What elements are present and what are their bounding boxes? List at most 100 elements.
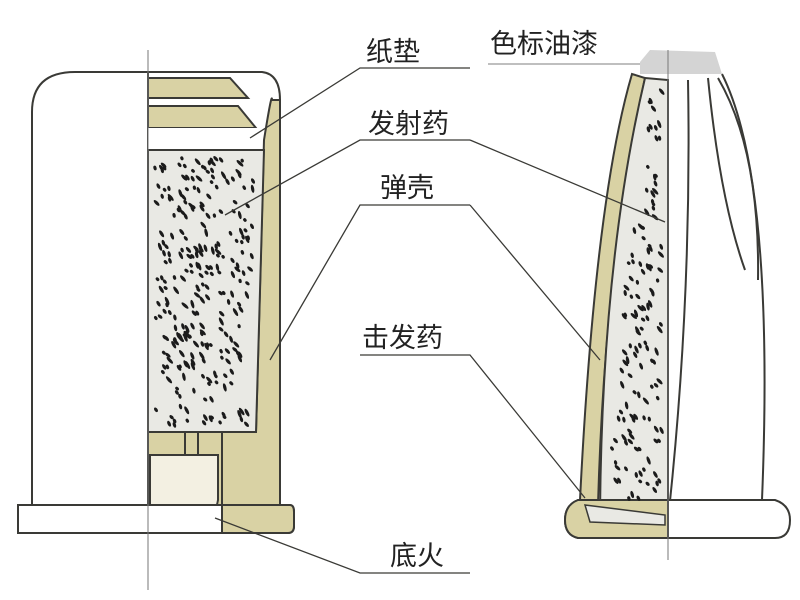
propellant-grain [236, 160, 244, 167]
propellant-grain [190, 352, 195, 360]
propellant-grain [208, 343, 213, 347]
propellant-grain [161, 239, 166, 246]
propellant-grain [628, 343, 632, 349]
propellant-grain [165, 364, 170, 370]
propellant-grain [201, 164, 205, 169]
propellant-grain [183, 334, 188, 342]
propellant-grain [216, 253, 220, 258]
propellant-grain [640, 268, 646, 275]
propellant-grain [205, 212, 211, 219]
propellant-grain [659, 243, 664, 250]
paper-wad-stripe-1 [147, 77, 251, 99]
propellant-grain [165, 352, 171, 358]
propellant-grain [244, 291, 250, 299]
propellant-grain [205, 264, 211, 271]
propellant-grain [210, 167, 215, 174]
propellant-grain [184, 406, 190, 415]
propellant-grain [237, 171, 242, 179]
propellant-grain [199, 296, 205, 304]
propellant-grain [250, 184, 255, 193]
propellant-grain [221, 254, 225, 259]
leader-case-left [269, 204, 470, 361]
leader-paper-wad [249, 67, 470, 139]
propellant-grain [172, 275, 177, 280]
propellant-grain [633, 309, 639, 318]
propellant-grain [229, 335, 234, 343]
propellant-grain [217, 270, 222, 275]
propellant-grain [620, 380, 625, 389]
propellant-grain [193, 292, 201, 298]
propellant-grain [623, 284, 630, 291]
propellant-grain [628, 275, 634, 282]
propellant-grain [224, 348, 231, 354]
propellant-grain [209, 396, 214, 403]
propellant-grain [659, 426, 664, 434]
shell-outer-half [31, 71, 148, 505]
propellant-grain [238, 278, 242, 284]
propellant-grain [233, 341, 240, 348]
propellant-grain [657, 438, 661, 443]
propellant-grain [193, 245, 199, 252]
propellant-grain [652, 487, 658, 493]
propellant-grain [180, 275, 186, 282]
propellant-grain [245, 281, 250, 286]
propellant-grain [160, 193, 164, 199]
propellant-grain [220, 171, 227, 180]
rifle-cartridge [563, 50, 792, 560]
propellant-grain [161, 370, 165, 375]
cartridge-outer-right [721, 73, 766, 501]
propellant-grain [652, 187, 659, 195]
paint-mark [640, 50, 722, 74]
propellant-grain [190, 253, 195, 259]
propellant-grain [176, 365, 182, 371]
propellant-grain [650, 199, 655, 205]
propellant-grain [174, 390, 179, 395]
propellant-grain [159, 230, 165, 238]
propellant-grain [232, 199, 238, 205]
propellant-grain [201, 282, 205, 287]
propellant-grain [234, 266, 241, 273]
propellant-grain [646, 302, 650, 311]
propellant-grain [179, 229, 185, 235]
propellant-grain [214, 380, 219, 385]
propellant-grain [197, 262, 202, 271]
propellant-grain [195, 175, 203, 182]
propellant-grain [192, 340, 200, 348]
propellant-grain [181, 302, 189, 309]
propellant-grain [614, 465, 621, 471]
propellant-grain [178, 189, 183, 198]
propellant-grain [195, 284, 200, 290]
propellant-grain [247, 266, 254, 272]
leader-lines [214, 63, 666, 574]
propellant-grain [163, 286, 168, 290]
propellant-grain [642, 467, 646, 472]
propellant-grain [172, 213, 176, 218]
propellant-grain [167, 251, 171, 258]
propellant-grain [639, 362, 644, 370]
propellant-grain [226, 298, 231, 305]
propellant-grain [633, 351, 638, 358]
propellant-grain [182, 163, 187, 169]
propellant-grain [209, 180, 214, 184]
propellant-grain [183, 213, 188, 220]
propellant-grain [646, 165, 650, 169]
propellant-grain [639, 326, 644, 331]
propellant-grain [243, 218, 247, 222]
propellant-grain [216, 241, 221, 247]
propellant-grain [648, 244, 653, 252]
propellant-grain [162, 364, 167, 370]
propellant-grain [192, 387, 196, 394]
propellant-grain [199, 201, 205, 208]
propellant-grain [245, 203, 250, 209]
propellant-grain [203, 244, 208, 252]
propellant-grain [627, 373, 633, 378]
propellant-grain [165, 302, 169, 308]
propellant-grain [653, 438, 659, 444]
propellant-grain [204, 228, 209, 238]
bullet-outline-2 [707, 77, 746, 271]
propellant-grain [209, 271, 214, 276]
propellant-grain [199, 331, 204, 337]
propellant-grain [234, 238, 239, 243]
propellant-grain [625, 356, 630, 365]
propellant-grain [210, 174, 215, 180]
